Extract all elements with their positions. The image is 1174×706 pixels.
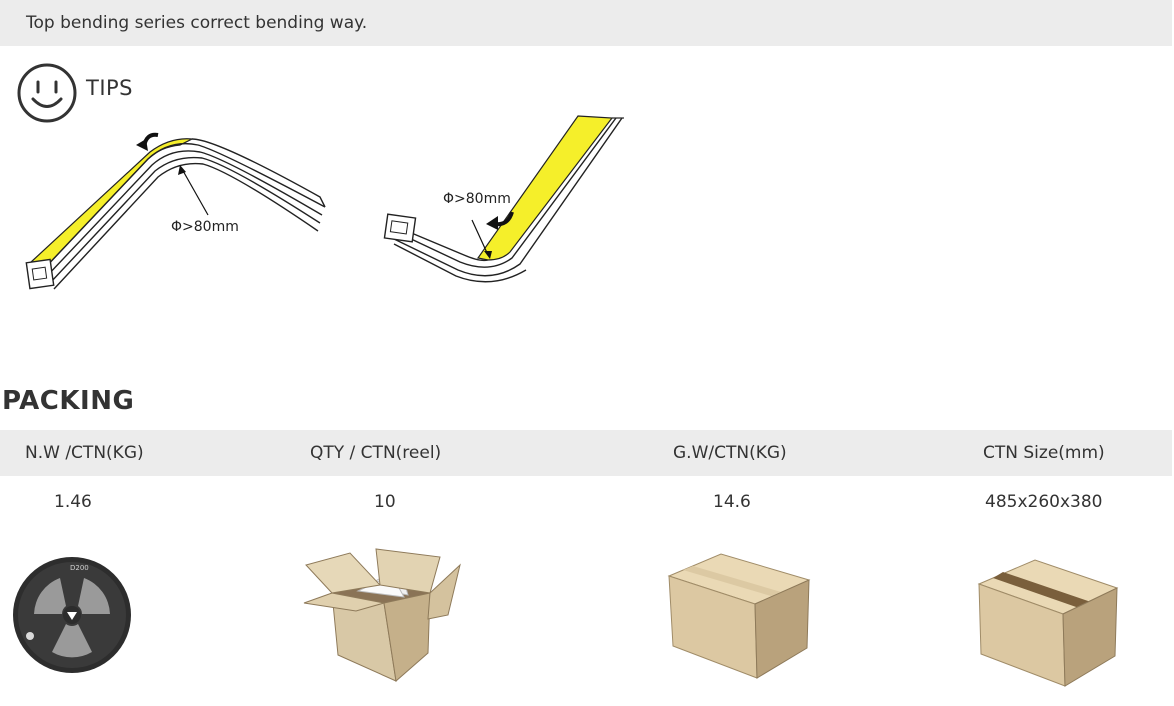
led-strip-top xyxy=(29,138,195,272)
packing-header-row xyxy=(0,430,1172,476)
open-carton-image xyxy=(303,548,461,682)
value-size: 485x260x380 xyxy=(985,492,1103,512)
right-bend-illustration xyxy=(383,115,624,283)
banner-text: Top bending series correct bending way. xyxy=(26,13,368,33)
reel-label: D200 xyxy=(70,564,89,572)
header-qty: QTY / CTN(reel) xyxy=(310,443,442,463)
led-reel-image: D200 xyxy=(13,557,131,673)
taped-carton-image xyxy=(977,559,1119,687)
header-nw: N.W /CTN(KG) xyxy=(25,443,144,463)
value-nw: 1.46 xyxy=(54,492,92,512)
value-qty: 10 xyxy=(374,492,396,512)
banner: Top bending series correct bending way. xyxy=(0,0,1174,46)
left-bend-illustration xyxy=(25,132,326,290)
right-diameter-label: Φ>80mm xyxy=(443,191,511,207)
closed-carton-image xyxy=(667,553,811,679)
value-gw: 14.6 xyxy=(713,492,751,512)
led-strip-face xyxy=(476,115,614,261)
left-diameter-label: Φ>80mm xyxy=(171,219,239,235)
header-size: CTN Size(mm) xyxy=(983,443,1105,463)
header-gw: G.W/CTN(KG) xyxy=(673,443,787,463)
smiley-face-icon xyxy=(17,63,77,123)
tips-label: TIPS xyxy=(86,76,134,100)
packing-title: PACKING xyxy=(2,386,135,416)
